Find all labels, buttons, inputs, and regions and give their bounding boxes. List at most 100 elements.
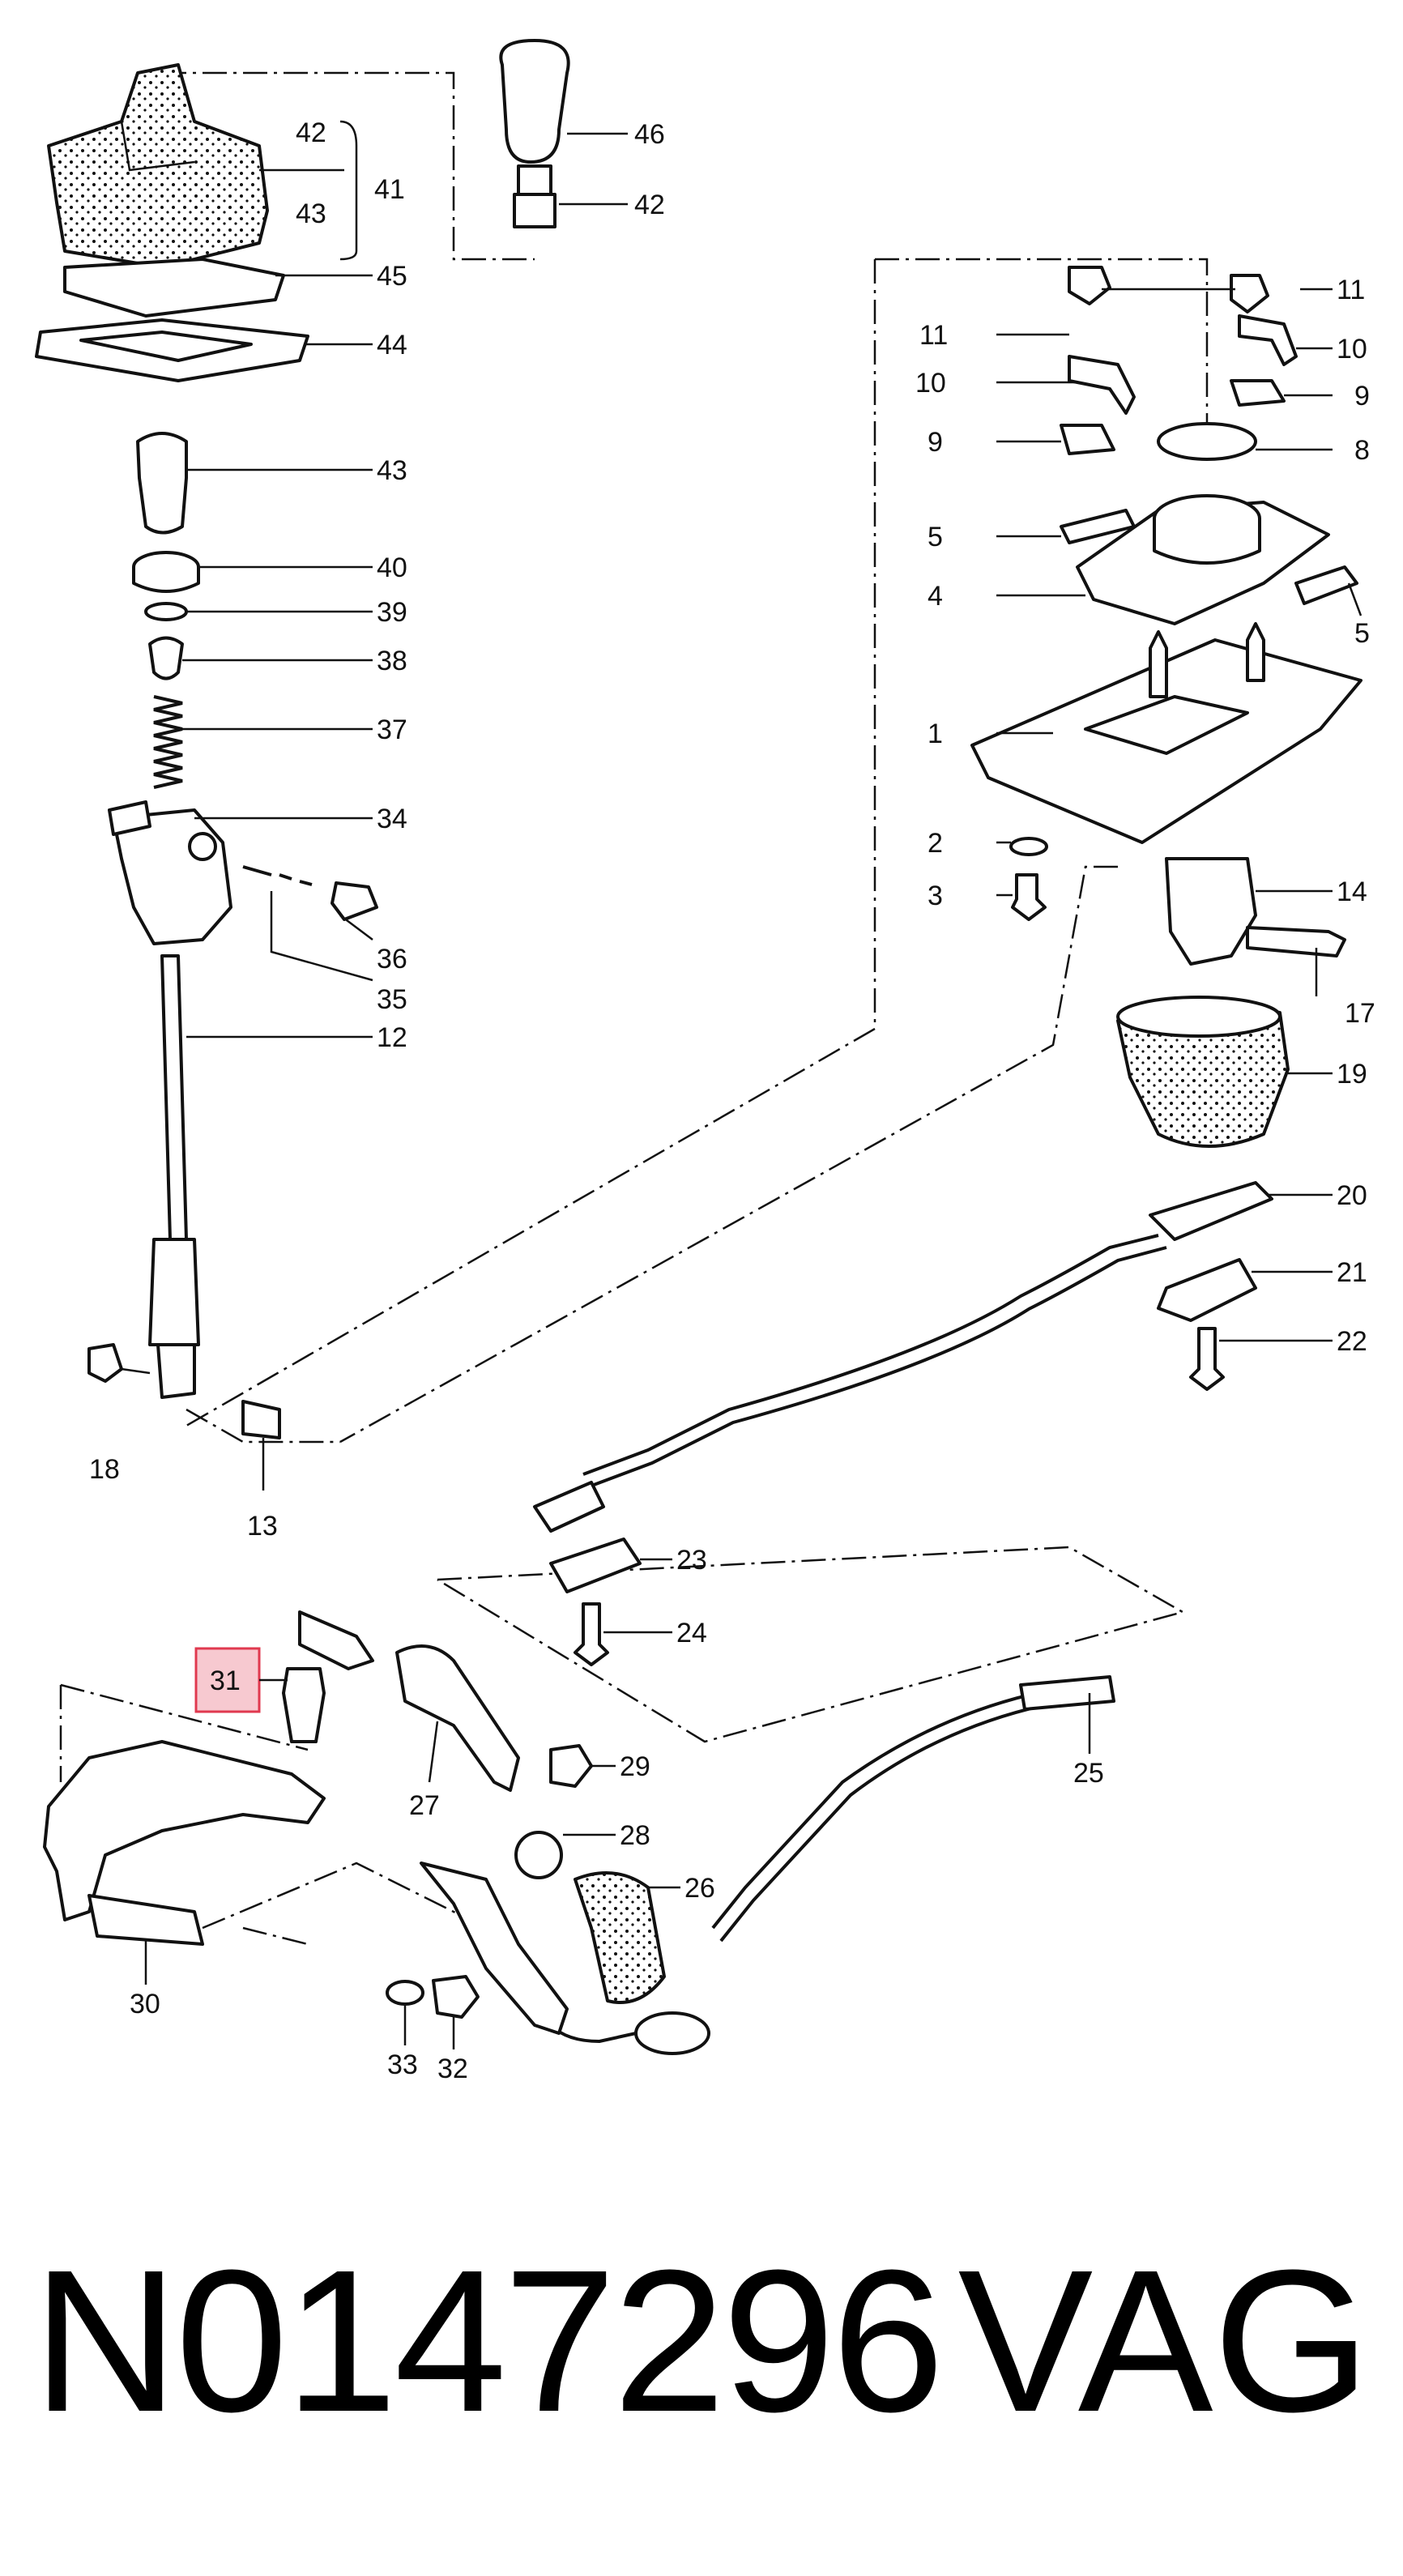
washer-33	[386, 1980, 424, 2006]
bearing-plate-assembly	[970, 266, 1362, 1391]
selector-cable	[582, 1234, 1159, 1476]
brand-name: VAG	[957, 2228, 1371, 2454]
callout-18: 18	[89, 1454, 120, 1485]
callout-44: 44	[377, 330, 407, 360]
callout-22: 22	[1337, 1326, 1367, 1357]
highlight-box	[194, 1647, 261, 1713]
pin	[330, 881, 378, 921]
callout-31-highlighted: 31	[210, 1665, 241, 1696]
clamp-14	[1165, 857, 1257, 966]
knob-insert	[517, 164, 552, 196]
callout-36: 36	[377, 944, 407, 975]
bolt-24	[574, 1602, 609, 1666]
callout-11-right: 11	[1337, 275, 1365, 305]
callout-11: 11	[919, 320, 948, 351]
ball-28	[514, 1831, 563, 1879]
pad-5b	[1294, 565, 1358, 605]
callout-43-boot: 43	[296, 198, 326, 229]
circlip	[144, 602, 188, 621]
pin-31	[298, 1610, 374, 1670]
callout-labels: 46 42 42 41 43 45 44 43 40 39 38 37 34 3…	[89, 117, 1375, 2084]
callout-23: 23	[676, 1545, 707, 1576]
callout-33: 33	[387, 2049, 418, 2080]
callout-32: 32	[437, 2054, 468, 2084]
callout-40: 40	[377, 552, 407, 583]
cable-end-23	[533, 1481, 605, 1533]
callout-37: 37	[377, 714, 407, 745]
ring-8	[1157, 422, 1257, 461]
exploded-parts-diagram: 46 42 42 41 43 45 44 43 40 39 38 37 34 3…	[35, 39, 1375, 2084]
screw	[1149, 630, 1168, 698]
callout-29: 29	[620, 1751, 650, 1782]
bush	[241, 1400, 281, 1439]
callout-14: 14	[1337, 876, 1367, 907]
spring	[153, 695, 183, 789]
callout-25: 25	[1073, 1758, 1104, 1789]
callout-41: 41	[374, 174, 405, 205]
callout-28: 28	[620, 1820, 650, 1851]
cable-end-20	[1149, 1181, 1273, 1241]
nut-32	[432, 1975, 480, 2019]
nut	[87, 1343, 123, 1383]
callout-24: 24	[676, 1618, 707, 1648]
nut-11b	[1230, 274, 1269, 313]
part-number: N0147296	[32, 2228, 945, 2454]
boot-frame	[63, 258, 285, 318]
callout-42-boot: 42	[296, 117, 326, 148]
callout-5: 5	[928, 522, 943, 552]
callout-12: 12	[377, 1022, 407, 1053]
callout-43: 43	[377, 455, 407, 486]
assembly-lines	[59, 71, 1209, 1946]
callout-10-right: 10	[1337, 334, 1367, 365]
callout-21: 21	[1337, 1257, 1367, 1288]
clip-9	[1060, 424, 1115, 455]
clip-9b	[1230, 379, 1286, 407]
clip-10b	[1238, 314, 1298, 366]
callout-5-right: 5	[1354, 618, 1370, 649]
callout-35: 35	[377, 984, 407, 1015]
bracket-21	[1157, 1258, 1257, 1322]
cables	[533, 1234, 1167, 2055]
pin-30	[87, 1894, 204, 1946]
callout-8: 8	[1354, 435, 1370, 466]
bolt-17	[1246, 926, 1346, 957]
callout-20: 20	[1337, 1180, 1367, 1211]
callout-34: 34	[377, 804, 407, 834]
callout-10: 10	[915, 368, 946, 399]
leader-lines	[121, 120, 1362, 2049]
callout-1: 1	[928, 719, 943, 749]
callout-42: 42	[634, 190, 665, 220]
callout-2: 2	[928, 828, 943, 859]
callout-3: 3	[928, 881, 943, 911]
nut-11	[1068, 266, 1111, 305]
bracket-23	[549, 1537, 642, 1593]
callout-38: 38	[377, 646, 407, 676]
bolt-3	[1011, 873, 1047, 921]
gear-boot-assembly	[35, 39, 570, 1439]
callout-13: 13	[247, 1511, 278, 1542]
bushing	[136, 432, 188, 535]
callout-9: 9	[928, 427, 943, 458]
spring-seat	[148, 636, 184, 680]
footer: N0147296 VAG	[0, 2220, 1403, 2463]
shift-cable-25	[711, 1683, 1111, 1930]
lever-assembly	[43, 1610, 666, 2035]
callout-26: 26	[684, 1873, 715, 1904]
lever-27b	[420, 1862, 569, 2035]
boot-26	[574, 1871, 666, 2004]
relay-lever-30	[43, 1740, 326, 1921]
callout-17: 17	[1345, 998, 1375, 1029]
clip-10	[1068, 355, 1136, 415]
bolt-31	[282, 1667, 326, 1743]
callout-9-right: 9	[1354, 381, 1370, 412]
callout-30: 30	[130, 1989, 160, 2019]
callout-45: 45	[377, 261, 407, 292]
lever-27	[395, 1644, 520, 1792]
callout-4: 4	[928, 581, 943, 612]
shift-rod	[160, 954, 188, 1241]
callout-19: 19	[1337, 1059, 1367, 1090]
callout-39: 39	[377, 597, 407, 628]
callout-46: 46	[634, 119, 665, 150]
cable-eye	[634, 2011, 710, 2055]
washer-2	[1009, 837, 1048, 856]
